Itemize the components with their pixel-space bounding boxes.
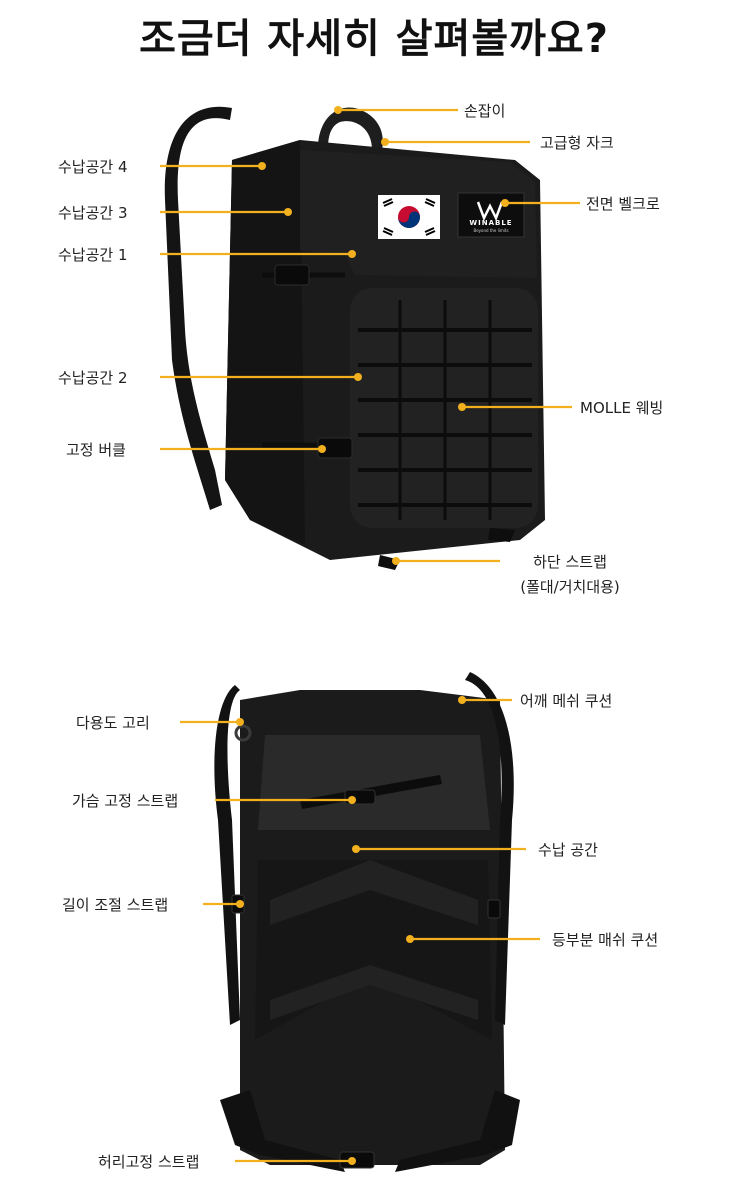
label-storage-3: 수납공간 3 [58, 204, 128, 222]
label-storage-2: 수납공간 2 [58, 369, 128, 387]
label-storage: 수납 공간 [538, 841, 598, 859]
label-back-mesh: 등부분 매쉬 쿠션 [552, 931, 659, 949]
back-leader-lines [180, 696, 540, 1165]
label-bottom-strap-sub: (폴대/거치대용) [520, 578, 620, 596]
label-waist-strap: 허리고정 스트랩 [98, 1153, 200, 1171]
label-length-strap: 길이 조절 스트랩 [62, 896, 169, 914]
label-buckle: 고정 버클 [66, 441, 126, 459]
label-zipper: 고급형 자크 [540, 134, 614, 152]
front-backpack-image [164, 106, 545, 570]
brand-patch [457, 192, 525, 238]
label-front-velcro: 전면 벨크로 [586, 195, 660, 213]
label-chest-strap: 가슴 고정 스트랩 [72, 792, 179, 810]
label-molle: MOLLE 웨빙 [580, 399, 664, 417]
page-title: 조금더 자세히 살펴볼까요? [139, 16, 609, 62]
label-storage-4: 수납공간 4 [58, 158, 128, 176]
brand-name: WINABLE [469, 219, 513, 227]
label-handle: 손잡이 [464, 102, 506, 120]
label-storage-1: 수납공간 1 [58, 246, 128, 264]
front-leader-lines [160, 106, 580, 565]
label-multi-ring: 다용도 고리 [76, 714, 150, 732]
korean-flag-patch [378, 195, 440, 239]
label-bottom-strap: 하단 스트랩 [533, 553, 607, 571]
label-shoulder-mesh: 어깨 메쉬 쿠션 [520, 692, 613, 710]
brand-tagline: Beyond the limits [473, 228, 509, 233]
back-backpack-image [214, 672, 520, 1172]
